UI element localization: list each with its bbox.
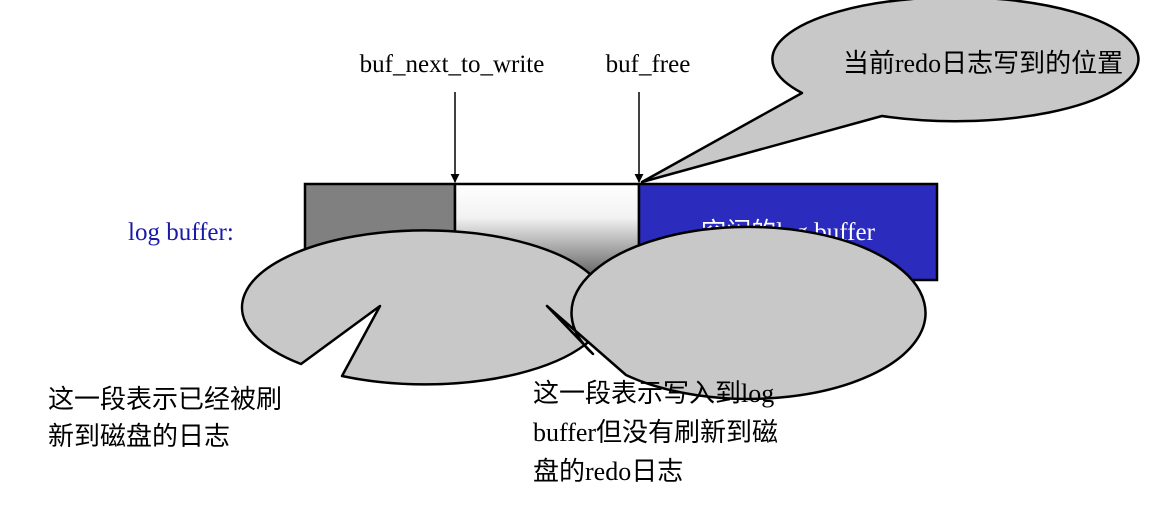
current-position-callout: 当前redo日志写到的位置 bbox=[640, 0, 1140, 184]
flushed-callout-line-2: 新到磁盘的日志 bbox=[48, 422, 230, 451]
written-callout-line-2: buffer但没有刷新到磁 bbox=[533, 418, 778, 447]
buf-next-to-write-label: buf_next_to_write bbox=[360, 51, 545, 78]
flushed-callout: 这一段表示已经被刷 新到磁盘的日志 bbox=[48, 229, 610, 451]
flushed-callout-line-1: 这一段表示已经被刷 bbox=[48, 385, 282, 414]
written-callout: 这一段表示写入到log buffer但没有刷新到磁 盘的redo日志 bbox=[533, 225, 927, 486]
current-position-text: 当前redo日志写到的位置 bbox=[843, 49, 1123, 78]
written-callout-text: 这一段表示写入到log buffer但没有刷新到磁 盘的redo日志 bbox=[533, 379, 785, 486]
buf-free-label: buf_free bbox=[606, 51, 691, 78]
log-buffer-label: log buffer: bbox=[128, 219, 234, 246]
written-callout-line-1: 这一段表示写入到log bbox=[533, 379, 774, 408]
flushed-callout-text: 这一段表示已经被刷 新到磁盘的日志 bbox=[48, 385, 289, 451]
written-callout-line-3: 盘的redo日志 bbox=[533, 457, 683, 486]
